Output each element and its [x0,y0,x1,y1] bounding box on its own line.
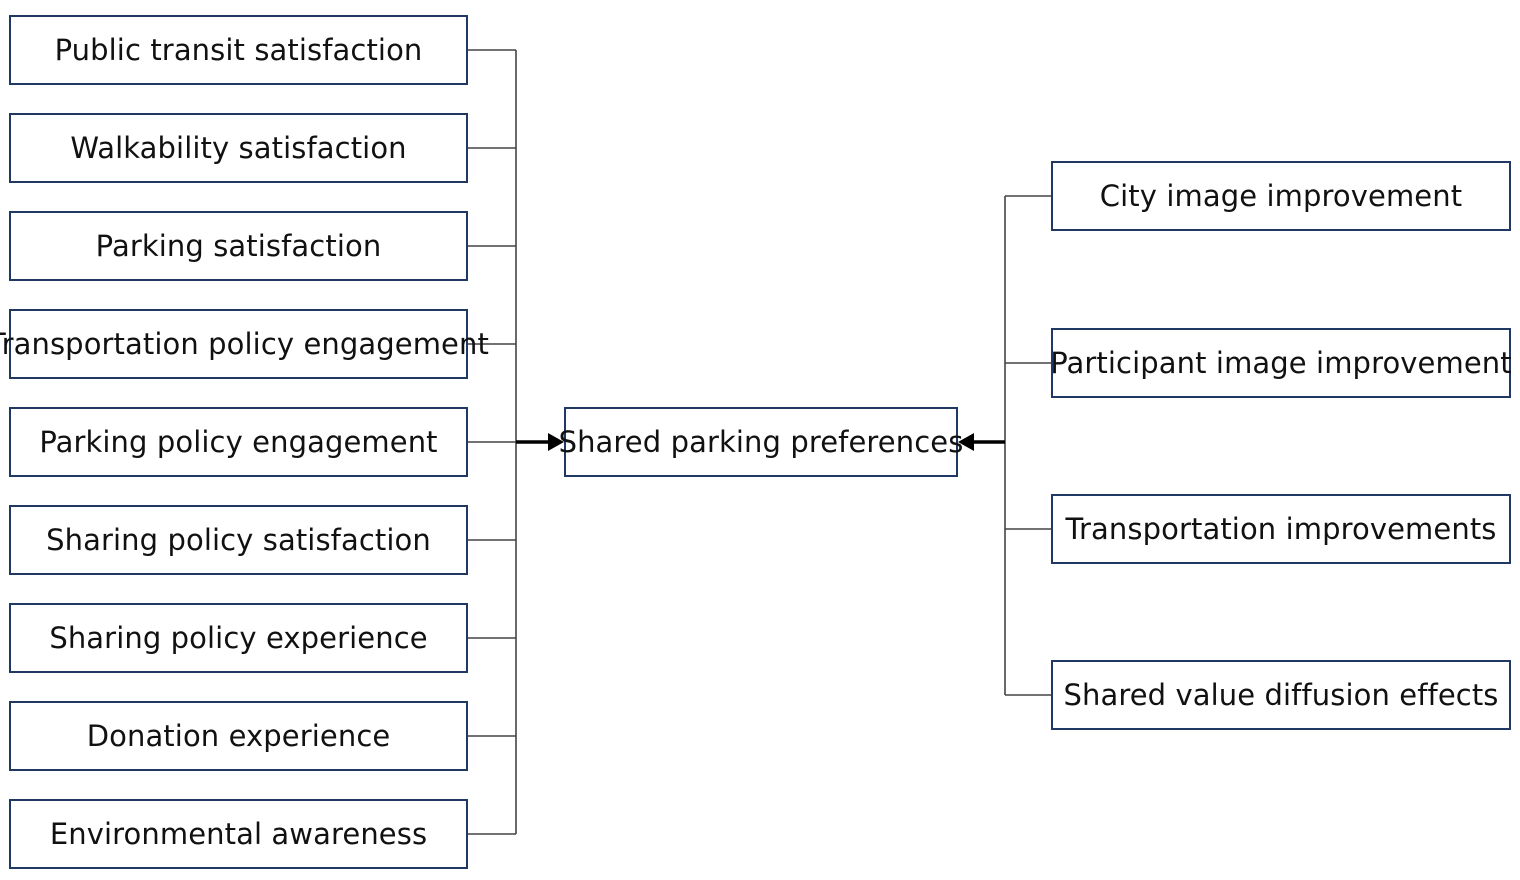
factor-label: Walkability satisfaction [70,131,407,165]
factor-box: Sharing policy experience [9,603,468,673]
factor-box: Parking satisfaction [9,211,468,281]
factor-box: Environmental awareness [9,799,468,869]
factor-box: Public transit satisfaction [9,15,468,85]
factor-label: Sharing policy experience [49,621,428,655]
outcome-label: City image improvement [1099,179,1463,213]
outcome-box: Shared value diffusion effects [1051,660,1511,730]
factor-box: Parking policy engagement [9,407,468,477]
left-arrow-head [548,433,564,451]
factor-box: Donation experience [9,701,468,771]
factor-label: Parking policy engagement [39,425,438,459]
outcome-box: City image improvement [1051,161,1511,231]
outcome-box: Participant image improvement [1050,328,1512,398]
outcome-box: Transportation improvements [1051,494,1511,564]
factor-label: Environmental awareness [49,817,428,851]
outcome-label: Transportation improvements [1065,512,1497,546]
factor-label: Transportation policy engagement [0,327,489,361]
center-box: Shared parking preferences [559,407,963,477]
center-label: Shared parking preferences [558,425,964,459]
right-arrow-head [958,433,974,451]
factor-box: Sharing policy satisfaction [9,505,468,575]
factor-label: Donation experience [86,719,391,753]
factor-label: Sharing policy satisfaction [46,523,431,557]
factor-label: Parking satisfaction [95,229,382,263]
outcome-label: Participant image improvement [1050,346,1512,380]
factor-label: Public transit satisfaction [54,33,423,67]
factor-box: Walkability satisfaction [9,113,468,183]
factor-box: Transportation policy engagement [0,309,489,379]
outcome-label: Shared value diffusion effects [1063,678,1499,712]
